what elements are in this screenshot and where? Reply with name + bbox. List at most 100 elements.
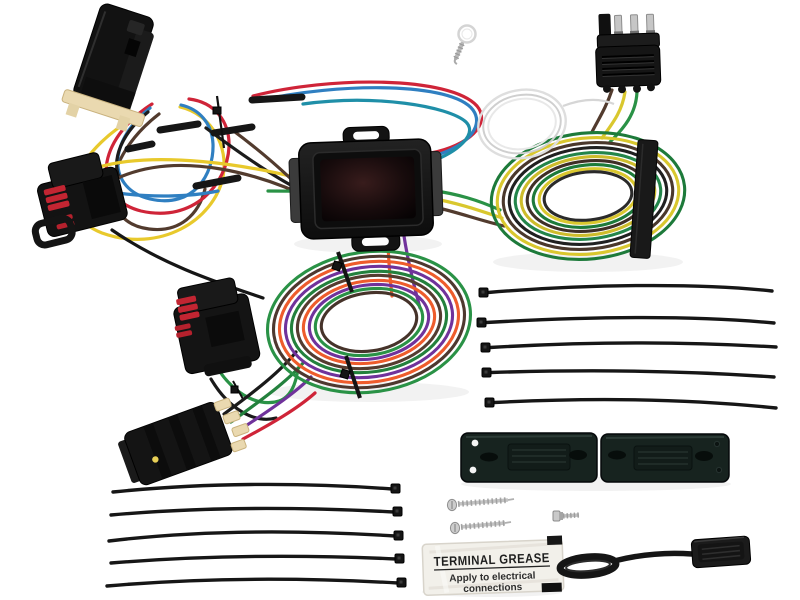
tan-terminal [231, 423, 250, 437]
wire-red [241, 391, 317, 441]
coil-strand-yellow [495, 135, 681, 257]
bracket-highlight [465, 435, 593, 438]
cable-tie-head [230, 385, 239, 394]
module-tab-hole [361, 237, 389, 247]
packet-crinkle [428, 578, 559, 590]
red-seal [47, 200, 70, 211]
mid-wire-coil [265, 249, 473, 395]
coil-strand-black [507, 146, 669, 246]
connector-channel [192, 405, 221, 462]
packet-line1: Apply to electrical [449, 570, 536, 584]
wire-purple [402, 234, 422, 310]
terminal-grease-packet: TERMINAL GREASE Apply to electrical conn… [421, 535, 565, 597]
packet-corner-mark [541, 582, 562, 593]
yellow-dot [152, 456, 159, 463]
connector-cavity [205, 310, 245, 348]
red-seal [176, 295, 197, 305]
coil-strand-green [265, 249, 473, 395]
bracket-slot [695, 451, 713, 461]
coil-strand-brown [295, 273, 443, 371]
wrap-highlight [634, 143, 644, 254]
upper-wire-bundle [71, 80, 484, 300]
cable-tie-on-coil [336, 251, 354, 293]
mounting-bracket [460, 432, 598, 483]
heat-shrink-splice [210, 123, 256, 137]
cable-tie-on-coil [344, 355, 362, 399]
bracket-hole [715, 466, 723, 474]
bracket-slot [608, 450, 626, 460]
cable-tie-tail [215, 95, 226, 149]
body-ridges [601, 54, 655, 76]
red-seal [176, 330, 193, 338]
wire-teal [301, 98, 472, 164]
packet-title-underline [434, 565, 551, 571]
packet-title: TERMINAL GREASE [434, 550, 550, 569]
coil-strand-green [289, 269, 449, 375]
bracket-ridges [638, 451, 688, 465]
wire-brown [590, 88, 614, 134]
tan-retainer-leg [115, 115, 131, 132]
mounting-bracket [600, 433, 730, 483]
connector-ridge [115, 29, 154, 104]
red-seal [177, 303, 198, 313]
red-seal [43, 185, 66, 196]
connector-slot [124, 38, 141, 58]
wire-red [104, 97, 231, 215]
wire-brown [111, 112, 207, 232]
coil-strand-purple [283, 264, 455, 380]
long-screw [449, 520, 512, 535]
cable-ties-right [476, 283, 778, 410]
dust-cover-tether [556, 535, 752, 579]
cable-tie [480, 341, 778, 353]
module-tab-hole [353, 131, 380, 140]
long-screw [446, 497, 515, 512]
module-window [320, 156, 416, 222]
screw-threads [453, 42, 465, 60]
tan-terminal [222, 410, 241, 425]
cable-ties-bottom [105, 482, 407, 588]
connector-lip [203, 356, 252, 377]
connector-body [595, 44, 662, 88]
short-hex-screw [552, 510, 580, 522]
connector-channel [167, 414, 197, 471]
connector-highlight [77, 11, 107, 88]
red-seal [174, 323, 191, 331]
screw-shank [457, 498, 509, 506]
bracket-highlight [605, 436, 725, 439]
coil-strand-green [513, 151, 663, 241]
cable-tie [109, 553, 405, 565]
coil-strand-brown [271, 254, 467, 390]
cable-tie-head [339, 368, 351, 380]
bracket-ridges [512, 449, 566, 463]
heat-shrink-splice [248, 93, 306, 104]
top-left-vehicle-connector [61, 3, 154, 132]
white-wire [482, 93, 562, 155]
white-wire [487, 97, 557, 151]
mounting-screws [446, 497, 580, 535]
packet-crinkle [429, 542, 556, 554]
terminal-cover [598, 13, 612, 38]
connector-top [47, 152, 104, 189]
coil-strand-purple [307, 282, 431, 362]
packet-corner-mark [546, 535, 563, 546]
wire-boot [633, 84, 642, 93]
connector-cavity [82, 174, 121, 220]
bottom-left-vehicle-connector [118, 397, 250, 486]
cable-tie [109, 506, 403, 517]
bracket-hole [713, 440, 721, 448]
tether-ring [556, 553, 620, 579]
coil-strand-green [489, 130, 687, 262]
white-wire [477, 88, 567, 160]
mid-left-vehicle-connector [173, 277, 261, 377]
dust-cap-ridges [701, 544, 741, 561]
cable-tie [476, 315, 776, 328]
dust-cap-highlight [694, 536, 745, 543]
tether-ring-inner [565, 559, 611, 573]
bracket-hole [469, 466, 477, 474]
screw-head [552, 510, 561, 522]
eyelet-inner [461, 28, 473, 40]
cable-tie [107, 530, 404, 543]
connector-channel [143, 423, 172, 480]
